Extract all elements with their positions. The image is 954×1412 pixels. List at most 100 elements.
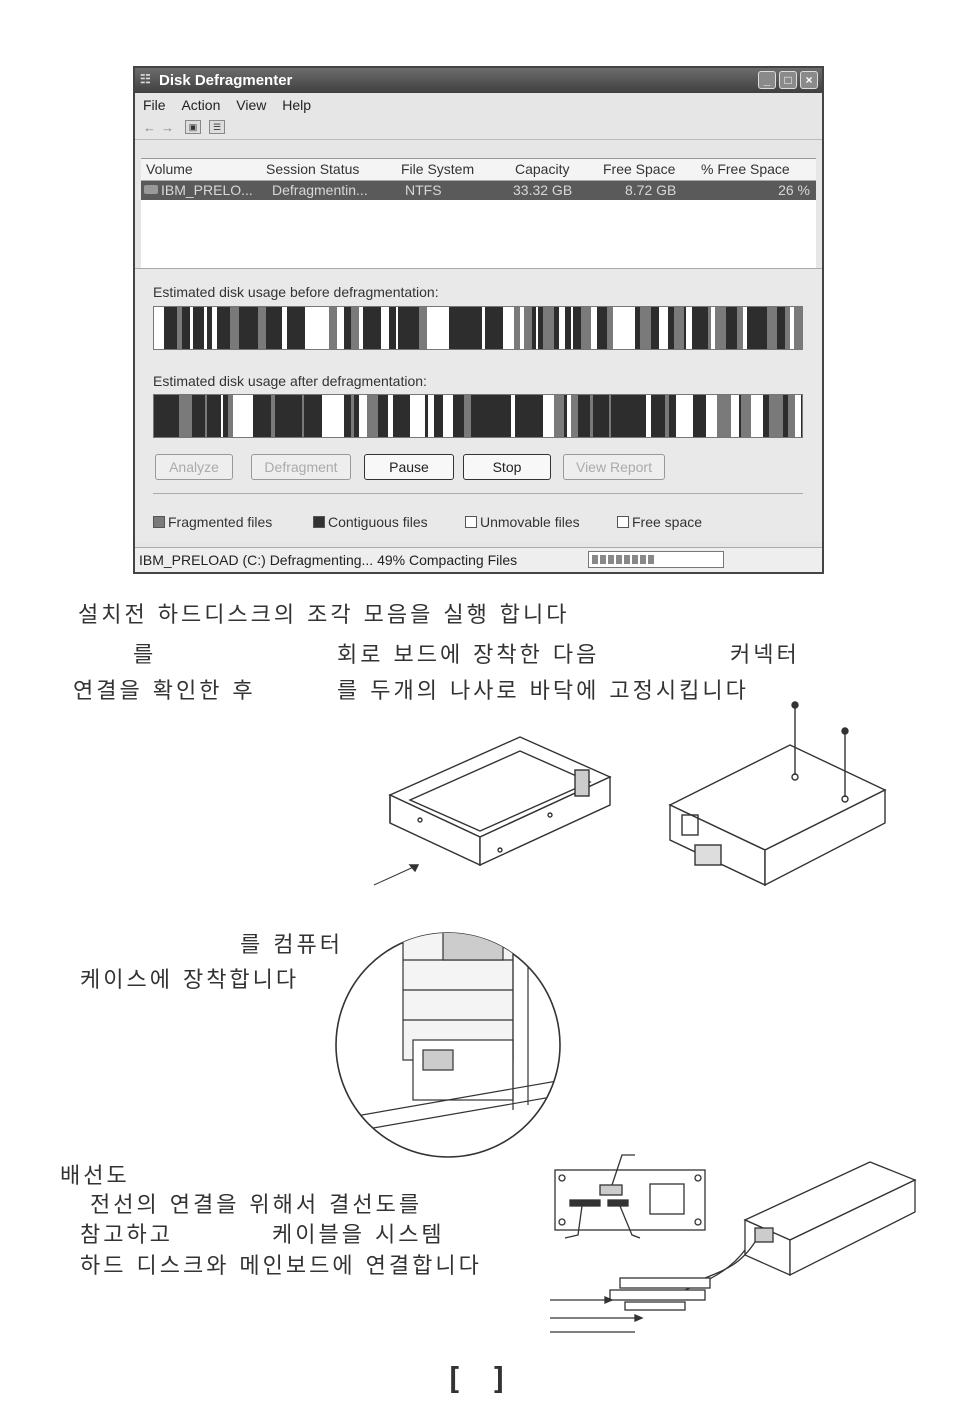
usage-stripe	[503, 307, 514, 349]
usage-stripe	[693, 395, 695, 437]
legend-fragmented: Fragmented files	[153, 514, 272, 530]
usage-stripe	[351, 395, 354, 437]
usage-stripe	[684, 307, 686, 349]
defragment-button[interactable]: Defragment	[251, 454, 351, 480]
usage-stripe	[769, 395, 776, 437]
status-bar: IBM_PRELOAD (C:) Defragmenting... 49% Co…	[135, 547, 822, 572]
col-file-system[interactable]: File System	[401, 161, 475, 177]
legend-contiguous-label: Contiguous files	[328, 514, 428, 530]
usage-stripe	[302, 395, 304, 437]
usage-stripe	[573, 307, 581, 349]
col-free-space[interactable]: Free Space	[603, 161, 676, 177]
usage-stripe	[487, 395, 494, 437]
usage-stripe	[354, 395, 359, 437]
view-report-button[interactable]: View Report	[563, 454, 665, 480]
usage-stripe	[613, 307, 622, 349]
menu-view[interactable]: View	[236, 97, 267, 113]
close-button[interactable]: ×	[800, 71, 818, 89]
col-volume[interactable]: Volume	[146, 161, 193, 177]
usage-stripe	[214, 307, 217, 349]
forward-arrow-icon[interactable]: →	[161, 120, 174, 135]
console-tree-icon[interactable]: ▣	[185, 120, 201, 134]
usage-stripe	[627, 395, 636, 437]
usage-stripe	[567, 395, 571, 437]
menu-file[interactable]: File	[143, 97, 166, 113]
usage-stripe	[740, 307, 743, 349]
usage-stripe	[492, 307, 497, 349]
step3-line2a: 참고하고	[80, 1223, 173, 1248]
col-free-space-percent[interactable]: % Free Space	[701, 161, 790, 177]
usage-stripe	[763, 307, 767, 349]
usage-stripe	[802, 307, 803, 350]
usage-stripe	[434, 395, 443, 437]
before-usage-graphic	[154, 307, 803, 350]
usage-stripe	[643, 395, 646, 437]
legend-contiguous-swatch	[313, 516, 325, 528]
usage-stripe	[306, 395, 312, 437]
usage-stripe	[425, 395, 428, 437]
step3-line1: 전선의 연결을 위해서 결선도를	[90, 1193, 423, 1218]
usage-stripe	[464, 307, 468, 349]
usage-stripe	[540, 307, 543, 349]
col-capacity[interactable]: Capacity	[515, 161, 570, 177]
usage-stripe	[706, 395, 717, 437]
usage-stripe	[351, 307, 359, 349]
usage-stripe	[281, 395, 292, 437]
usage-stripe	[348, 307, 351, 349]
usage-stripe	[166, 307, 177, 349]
usage-stripe	[751, 395, 756, 437]
usage-stripe	[322, 395, 332, 437]
maximize-button[interactable]: □	[779, 71, 797, 89]
table-row[interactable]: IBM_PRELO... Defragmentin... NTFS 33.32 …	[141, 181, 816, 200]
usage-stripe	[520, 307, 524, 349]
cell-free-space: 8.72 GB	[625, 182, 677, 198]
usage-stripe	[198, 307, 204, 349]
pause-button[interactable]: Pause	[364, 454, 454, 480]
usage-stripe	[164, 307, 166, 349]
legend-unmovable: Unmovable files	[465, 514, 580, 530]
usage-stripe	[695, 395, 700, 437]
usage-stripe	[462, 395, 464, 437]
usage-stripe	[635, 307, 640, 349]
usage-stripe	[287, 307, 293, 349]
usage-stripe	[504, 395, 511, 437]
usage-stripe	[297, 307, 305, 349]
col-session-status[interactable]: Session Status	[266, 161, 360, 177]
usage-stripe	[477, 395, 487, 437]
usage-stripe	[383, 307, 389, 349]
usage-stripe	[435, 307, 438, 349]
usage-stripe	[783, 395, 788, 437]
back-arrow-icon[interactable]: ←	[143, 120, 156, 135]
menu-help[interactable]: Help	[282, 97, 312, 113]
usage-stripe	[381, 307, 383, 349]
usage-stripe	[554, 395, 564, 437]
usage-stripe	[396, 307, 398, 349]
menu-bar: File Action View Help	[135, 93, 822, 117]
usage-stripe	[482, 307, 485, 349]
usage-stripe	[767, 307, 777, 349]
usage-stripe	[692, 307, 700, 349]
properties-icon[interactable]: ☰	[209, 120, 225, 134]
usage-stripe	[708, 307, 711, 349]
usage-stripe	[756, 395, 763, 437]
usage-stripe	[536, 307, 538, 349]
usage-stripe	[427, 307, 435, 349]
stop-button[interactable]: Stop	[463, 454, 551, 480]
minimize-button[interactable]: _	[758, 71, 776, 89]
usage-stripe	[262, 395, 271, 437]
usage-stripe	[674, 307, 684, 349]
usage-stripe	[470, 307, 473, 349]
usage-stripe	[524, 307, 532, 349]
usage-stripe	[779, 307, 785, 349]
usage-stripe	[221, 395, 223, 437]
usage-stripe	[428, 395, 434, 437]
usage-stripe	[464, 395, 471, 437]
usage-stripe	[564, 395, 567, 437]
usage-stripe	[309, 307, 319, 349]
menu-action[interactable]: Action	[181, 97, 221, 113]
analyze-button[interactable]: Analyze	[155, 454, 233, 480]
legend-fragmented-swatch	[153, 516, 165, 528]
usage-stripe	[410, 395, 412, 437]
usage-stripe	[471, 395, 477, 437]
usage-stripe	[271, 395, 275, 437]
